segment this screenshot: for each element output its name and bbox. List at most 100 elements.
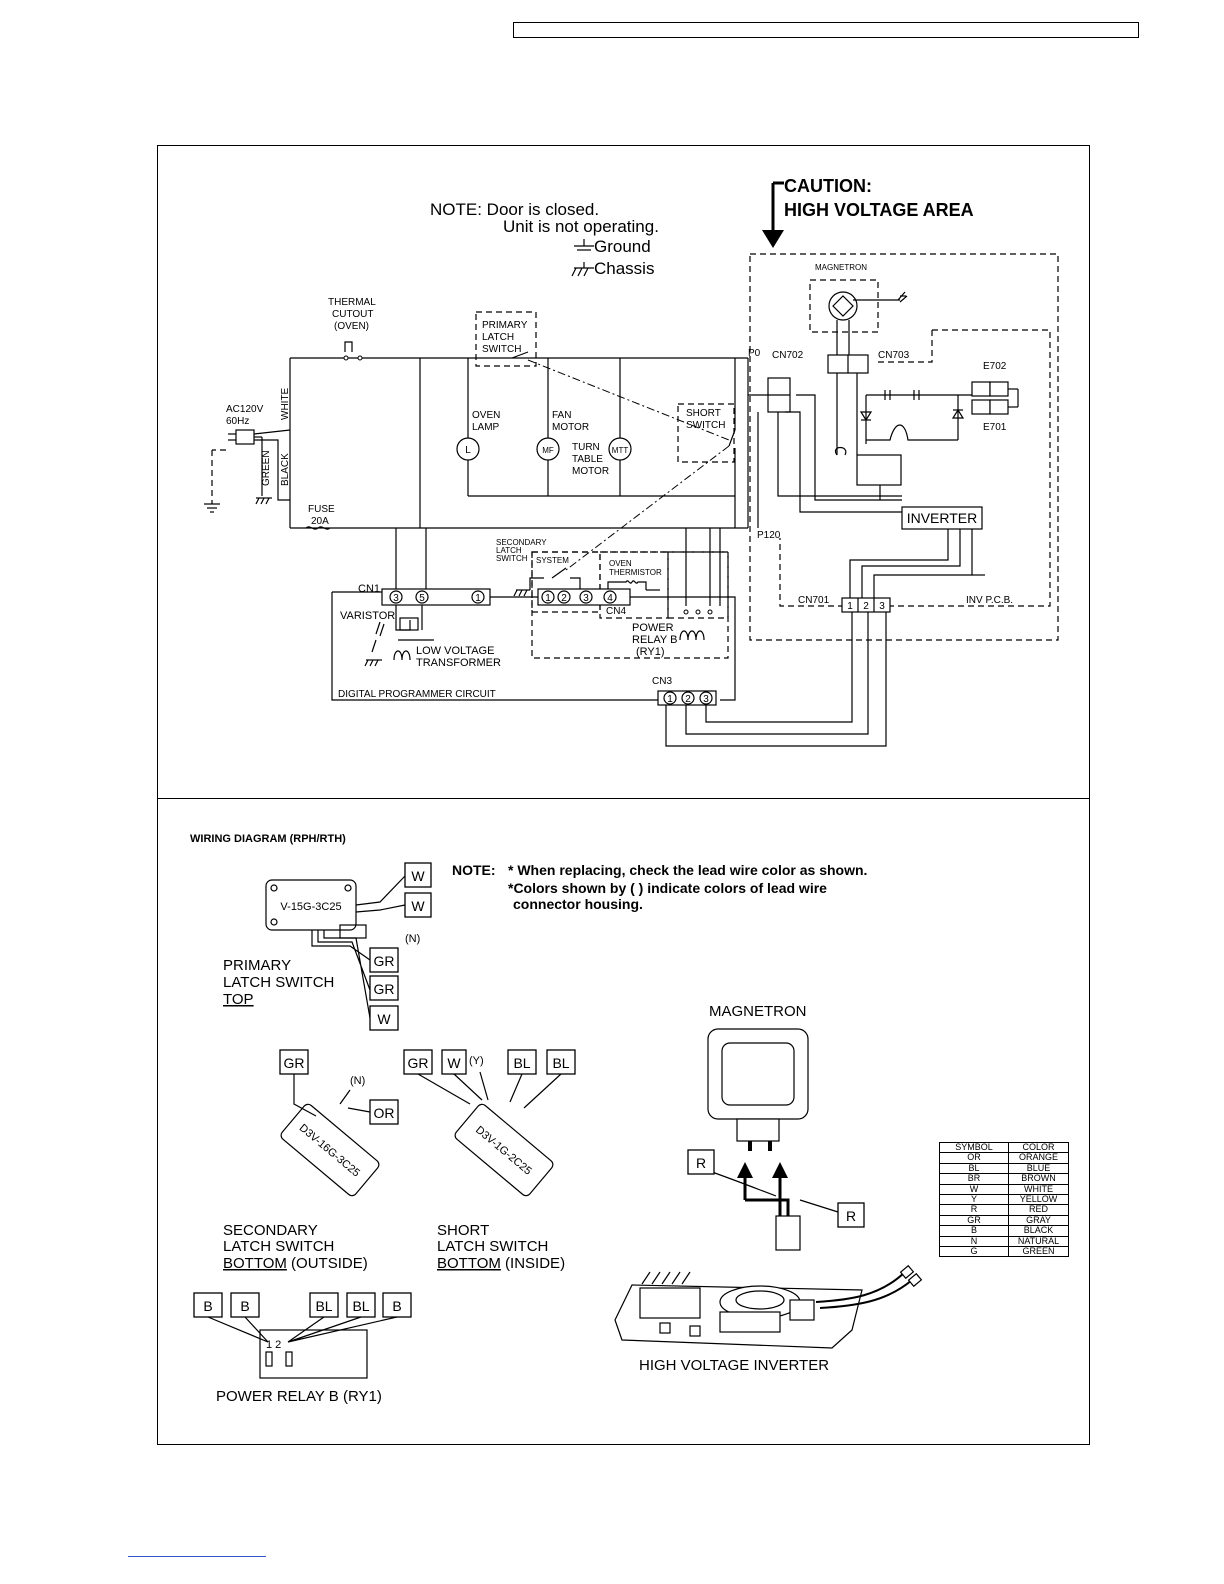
svg-text:W: W [377,1011,391,1027]
figure-frame [157,145,1090,1445]
turntable-symbol: MTT [612,446,629,455]
svg-text:BL: BL [513,1055,530,1071]
short-switch-2: SWITCH [686,420,725,431]
svg-text:BL: BL [352,1298,369,1314]
inverter-block [901,506,983,530]
note-line1: NOTE: Door is closed. [430,200,599,219]
short-latch-switch-body: D3V-1G-2C25 [454,1103,554,1197]
oven-lamp-1: OVEN [472,410,500,421]
white-wire-label: WHITE [280,387,291,420]
oven-lamp [456,437,480,461]
chassis-symbol-legend [571,262,594,277]
primary-caption-1: PRIMARY [223,957,291,974]
cn3-pin2: 2 [685,694,691,705]
fan-motor-1: FAN [552,410,571,421]
ground-symbol-legend [574,239,594,251]
short-caption-2: LATCH SWITCH [437,1238,548,1255]
note-line2: Unit is not operating. [503,217,659,236]
secondary-caption-2: LATCH SWITCH [223,1238,334,1255]
primary-latch-1: PRIMARY [482,320,528,331]
oven-lamp-2: LAMP [472,422,500,433]
turntable-motor [608,437,632,461]
turntable-2: TABLE [572,454,603,465]
inverter-picture [614,1264,923,1349]
secondary-tag-gr: GR [279,1049,309,1075]
relay-coil [679,630,705,641]
secondary-caption-3: BOTTOM (OUTSIDE) [223,1255,368,1272]
cn4-pin2: 2 [561,593,567,604]
power-relay-1: POWER [632,622,674,634]
cn3-cable-1 [665,612,887,747]
svg-text:R: R [846,1208,856,1224]
power-relay-2: RELAY B [632,634,677,646]
chassis-label: Chassis [594,259,654,278]
svg-text:W: W [411,868,425,884]
wiring-note-1: * When replacing, check the lead wire co… [508,862,867,878]
fan-motor [536,437,560,461]
system-label: SYSTEM [536,556,569,565]
cn1-pin3: 3 [393,593,399,604]
digital-programmer-label: DIGITAL PROGRAMMER CIRCUIT [338,689,496,700]
interlock-link-2 [565,445,730,571]
digital-programmer-box [331,591,736,701]
magnetron-title: MAGNETRON [709,1003,807,1020]
wiring-title: WIRING DIAGRAM (RPH/RTH) [190,833,346,845]
thermal-cutout-2: CUTOUT [332,309,373,320]
relay-pin-numbers: 1 2 [266,1339,281,1351]
cn702-label: CN702 [772,350,804,361]
secondary-caption-1: SECONDARY [223,1222,318,1239]
magnetron-connector [775,1215,801,1251]
wiring-diagram: WIRING DIAGRAM (RPH/RTH) NOTE: * When re… [190,833,923,1405]
high-voltage-area [749,253,1059,641]
primary-tag-w2: W [404,892,432,918]
primary-tag-w3: W [369,1005,399,1031]
cn1-pin5: 5 [419,593,425,604]
svg-text:B: B [240,1298,249,1314]
magnetron-tag-r1: R [687,1149,715,1175]
cn3-label: CN3 [652,676,672,687]
ac-source-2: 60Hz [226,416,249,427]
svg-text:BL: BL [552,1055,569,1071]
thermistor-box [599,551,669,619]
system-box [531,551,601,613]
green-wire-label: GREEN [261,450,272,486]
turntable-1: TURN [572,442,600,453]
magnetron-tube [828,291,858,321]
svg-text:W: W [411,898,425,914]
primary-caption-2: LATCH SWITCH [223,974,334,991]
cn4-pin3: 3 [583,593,589,604]
primary-latch-box [475,311,537,367]
relay-tag-bl1: BL [309,1292,339,1318]
cn703-label: CN703 [878,350,910,361]
svg-text:GR: GR [408,1055,429,1071]
secondary-latch-1: SECONDARY [496,538,547,547]
secondary-latch-switch-body: D3V-16G-3C25 [280,1103,380,1197]
power-relay-3: (RY1) [636,646,665,658]
interlock-link-1 [527,359,730,441]
e702-label: E702 [983,361,1007,372]
wiring-note-3: connector housing. [513,896,643,912]
relay-tag-bl2: BL [346,1292,376,1318]
thermal-cutout-1: THERMAL [328,297,376,308]
short-tag-bl1: BL [507,1049,537,1075]
cn3-pin1: 1 [667,694,673,705]
inv-pcb-label: INV P.C.B. [966,595,1013,606]
ground-label: Ground [594,237,651,256]
magnetron-label: MAGNETRON [815,263,867,272]
low-voltage-transformer-symbol [393,650,411,661]
cn3-cable-2 [685,612,869,735]
short-housing-y: (Y) [469,1055,484,1067]
fuse-label-1: FUSE [308,504,335,515]
wiring-note-label: NOTE: [452,862,496,878]
svg-text:R: R [696,1155,706,1171]
svg-text:B: B [203,1298,212,1314]
caution-arrow [762,181,784,248]
primary-latch-2: LATCH [482,332,514,343]
